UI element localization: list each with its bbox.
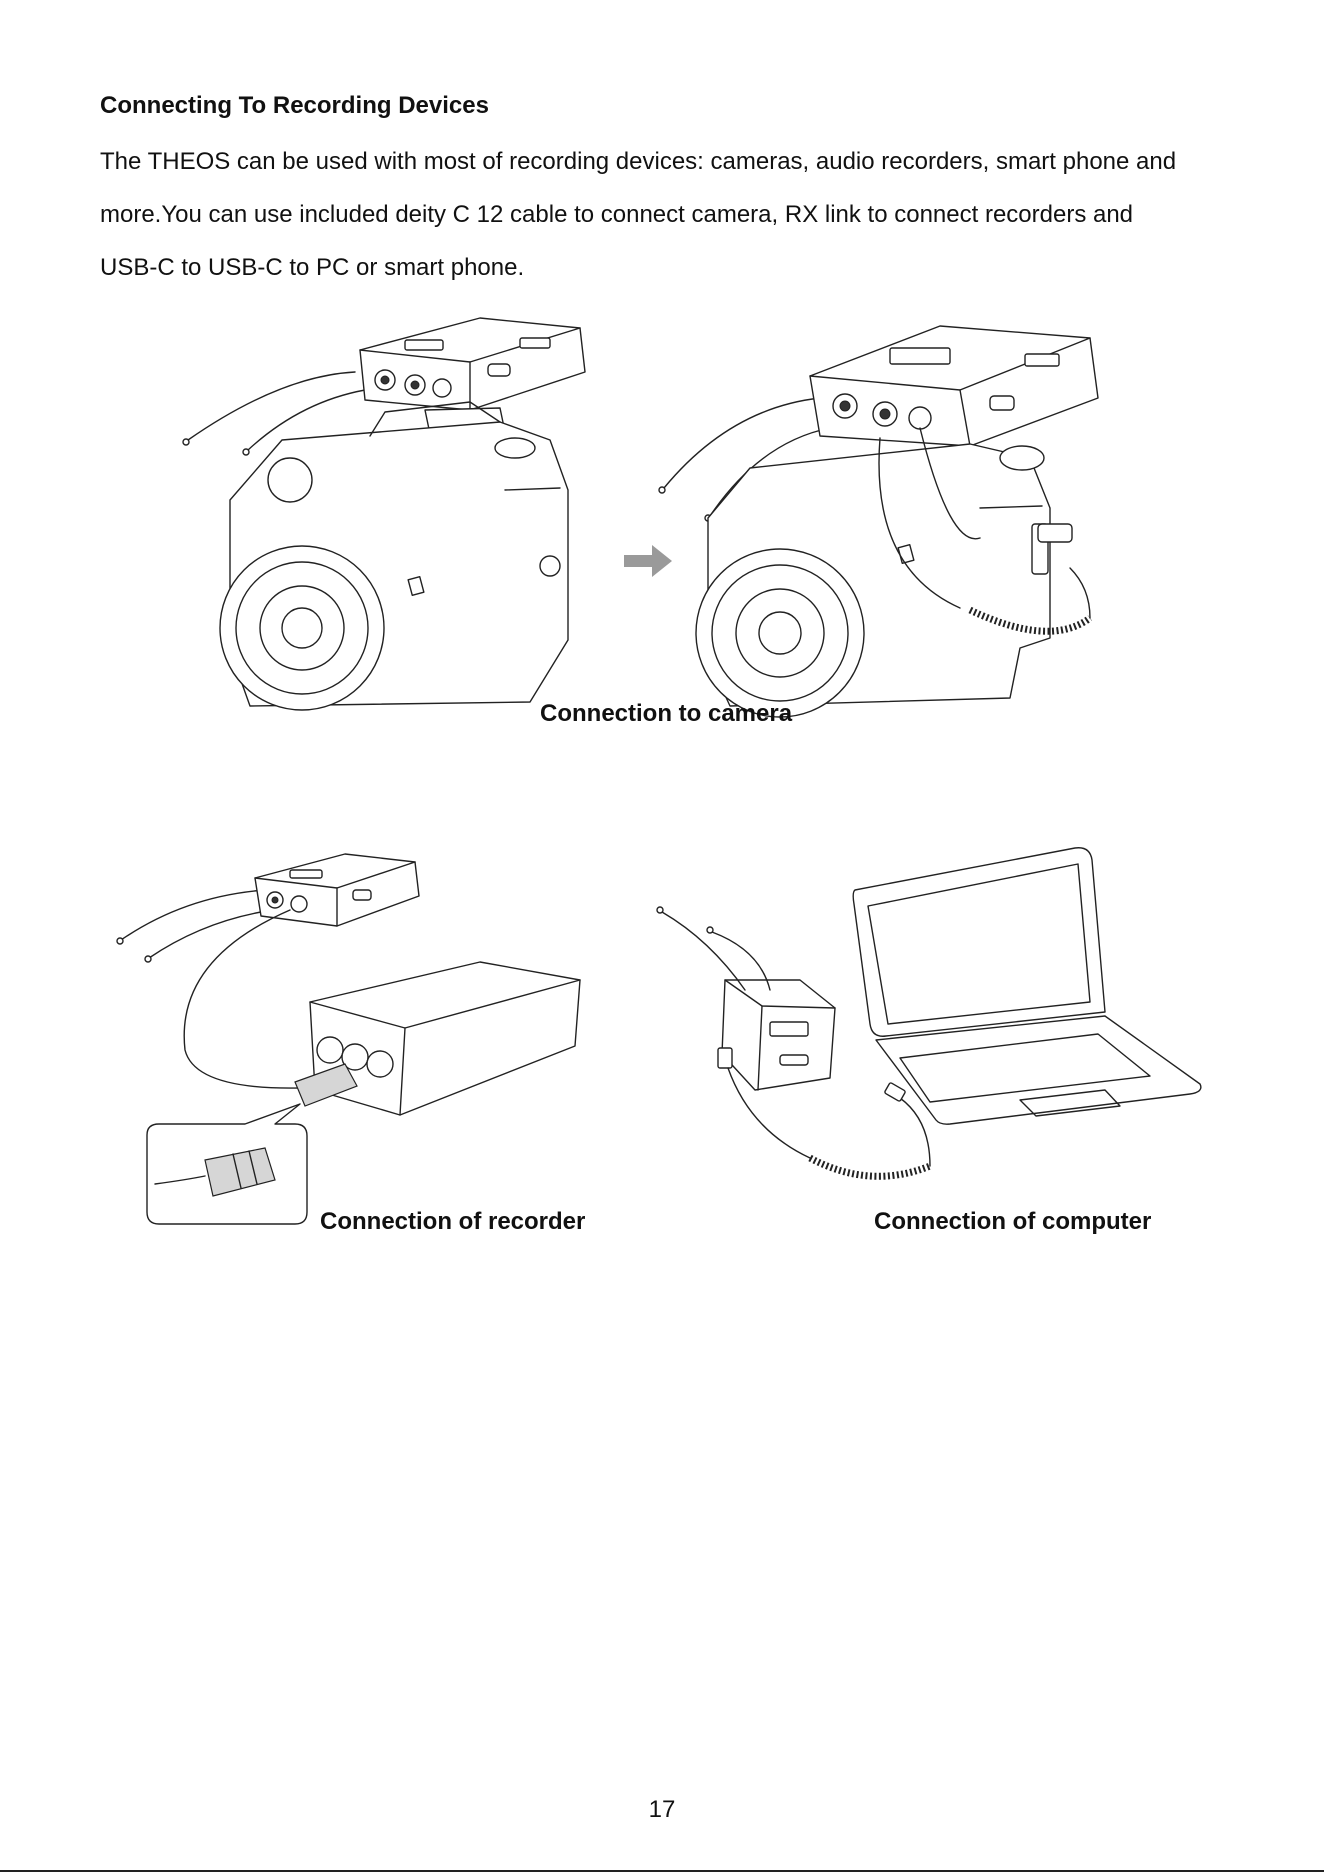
receiver-unit [810, 326, 1098, 446]
paragraph-line-2: more.You can use included deity C 12 cab… [100, 201, 1134, 228]
recorder-caption: Connection of recorder [320, 1208, 586, 1235]
antenna-right [149, 910, 273, 958]
page-number: 17 [648, 1796, 676, 1823]
xlr-cable [184, 910, 300, 1088]
camera-lens [696, 549, 864, 717]
antenna-right [248, 390, 365, 450]
usb-c-plug [884, 1082, 906, 1101]
computer-caption: Connection of computer [874, 1208, 1152, 1235]
coiled-cable [810, 1158, 930, 1176]
antenna-left [664, 398, 820, 488]
antenna-left [121, 890, 265, 940]
bottom-rule [0, 1870, 1324, 1872]
camera-mount-illustration [170, 310, 600, 710]
paragraph-line-3: USB-C to USB-C to PC or smart phone. [100, 254, 525, 281]
camera-lens [220, 546, 384, 710]
usb-c-cable [728, 1068, 810, 1158]
audio-recorder [310, 962, 580, 1115]
antenna-right [710, 428, 830, 516]
camera-connected-illustration [650, 318, 1110, 710]
camera-body [220, 402, 568, 710]
section-heading: Connecting To Recording Devices [100, 92, 489, 119]
camera-body [696, 444, 1050, 717]
cable [879, 438, 960, 608]
camera-caption: Connection to camera [540, 700, 793, 727]
next-step-arrow [624, 545, 672, 577]
antenna-right [712, 932, 770, 990]
recorder-connection-illustration [115, 850, 585, 1230]
receiver-unit [360, 318, 585, 410]
xlr-plug [295, 1064, 357, 1106]
receiver-unit [255, 854, 419, 926]
computer-connection-illustration [650, 840, 1210, 1200]
antenna-left [188, 372, 355, 440]
coiled-cable [970, 610, 1090, 631]
antenna-left [662, 912, 745, 990]
cable [920, 428, 980, 539]
paragraph-line-1: The THEOS can be used with most of recor… [100, 148, 1177, 175]
laptop [853, 848, 1201, 1124]
transmitter-unit [718, 980, 835, 1090]
audio-plug [1038, 524, 1072, 542]
